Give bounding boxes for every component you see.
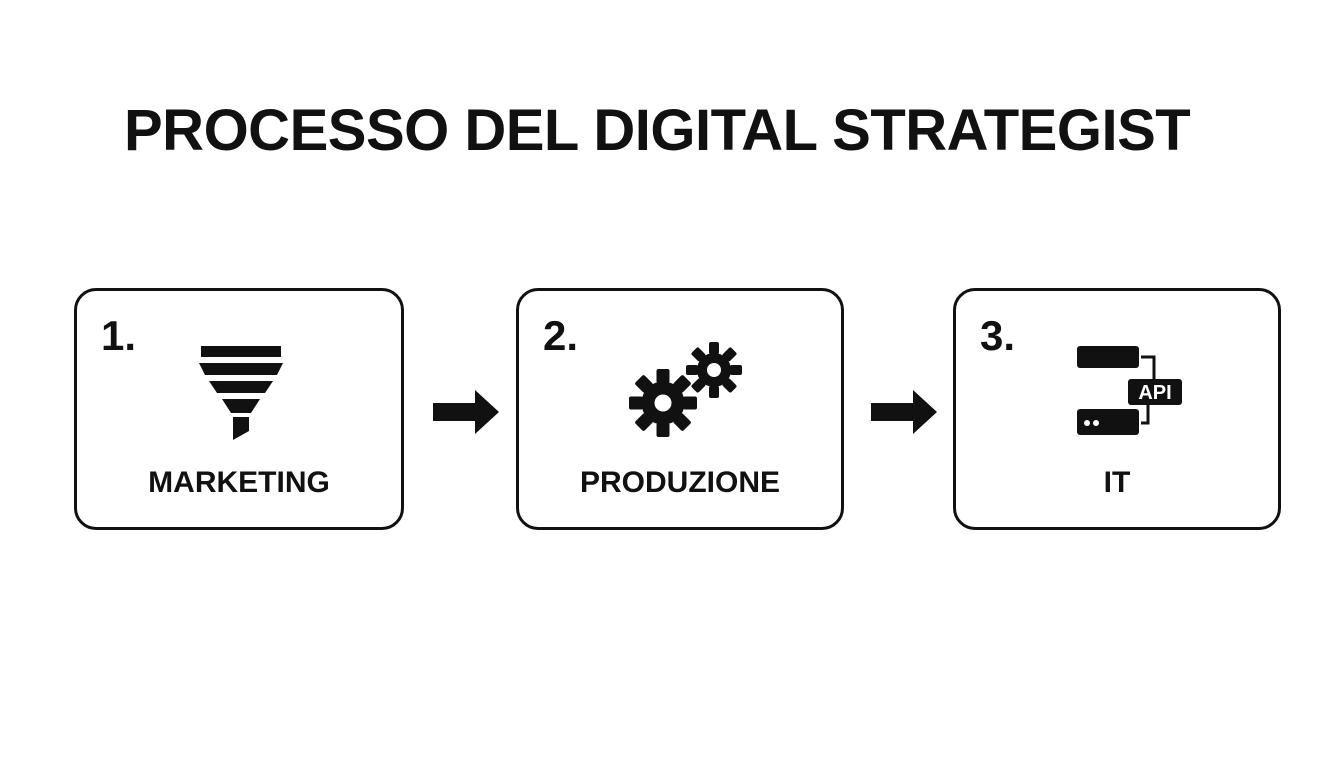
- step-label: MARKETING: [148, 466, 330, 499]
- step-number: 3.: [980, 312, 1016, 359]
- funnel-icon: [199, 346, 283, 440]
- arrow-right-icon: [871, 390, 937, 434]
- step-label: PRODUZIONE: [579, 466, 780, 499]
- step-card-marketing: 1. MARKETING: [74, 288, 404, 530]
- step-label: IT: [1103, 466, 1131, 499]
- api-label: API: [1138, 382, 1171, 404]
- step-card-produzione: 2.: [516, 288, 844, 530]
- page-title: PROCESSO DEL DIGITAL STRATEGIST: [124, 98, 1191, 163]
- api-servers-icon: API: [1077, 346, 1182, 435]
- step-number: 2.: [543, 312, 579, 359]
- arrow-right-icon: [433, 390, 499, 434]
- step-number: 1.: [101, 312, 137, 359]
- gears-icon: [629, 342, 742, 437]
- step-card-it: 3. API IT: [953, 288, 1281, 530]
